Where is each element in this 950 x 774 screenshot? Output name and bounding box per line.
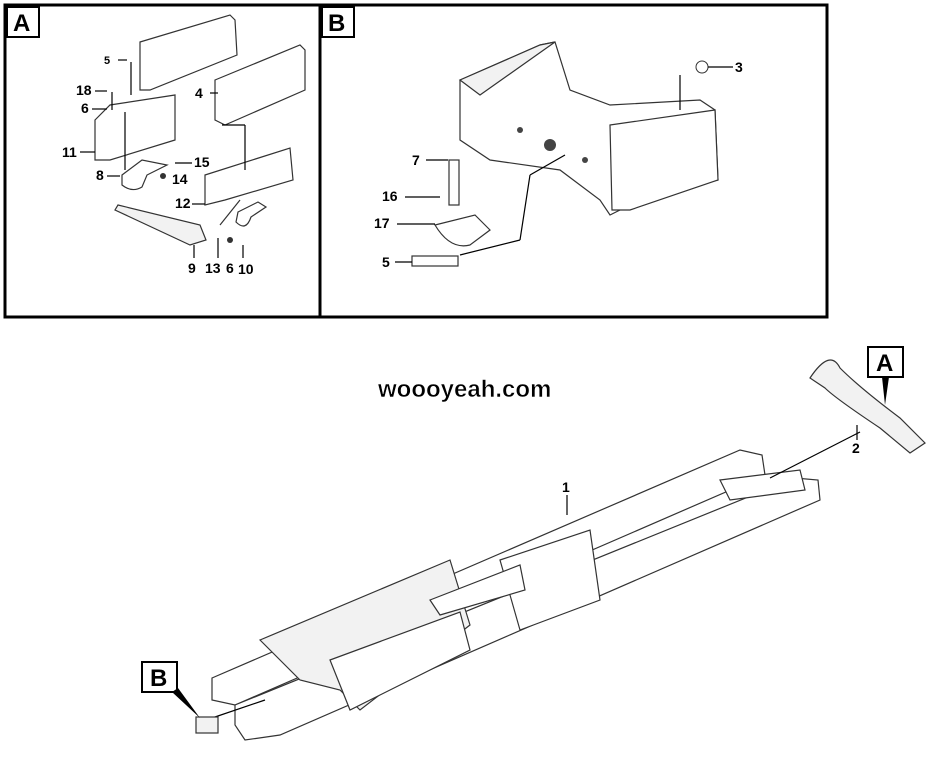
callout-15: 15: [194, 154, 210, 170]
panel-a-callouts: 5 18 6 11 4 15 8 14 12 9 13 6 10: [62, 55, 254, 277]
bracket-b-small: [195, 716, 219, 734]
chassis-frame: [211, 431, 861, 741]
callout-17: 17: [374, 215, 390, 231]
bracket-12: [204, 147, 294, 206]
callout-7: 7: [412, 152, 420, 168]
rail-section-upper: [139, 14, 238, 91]
panel-b-frame: [318, 3, 829, 319]
leaf-spring-9: [114, 204, 207, 246]
callout-11: 11: [62, 144, 77, 160]
ref-a-tag: A: [867, 346, 904, 405]
callout-6b: 6: [226, 260, 234, 276]
panel-b-crossmember: [411, 41, 733, 267]
ref-b-tag: B: [141, 661, 200, 718]
panel-b-tag-text: B: [328, 10, 345, 37]
hook-8: [121, 159, 169, 191]
hook-right: [235, 201, 268, 227]
panel-a-tag-text: A: [13, 10, 30, 37]
watermark: woooyeah.com: [377, 376, 551, 403]
callout-6: 6: [81, 100, 89, 116]
callout-10: 10: [238, 261, 254, 277]
panel-b-tag: B: [321, 6, 355, 38]
callout-13: 13: [205, 260, 221, 276]
callout-9: 9: [188, 260, 196, 276]
ref-a-text: A: [876, 350, 893, 377]
frame-rail-section-a: [809, 359, 926, 454]
callout-3: 3: [735, 59, 743, 75]
callout-18: 18: [76, 82, 92, 98]
panel-b-callouts: 3 7 16 17 5: [374, 59, 743, 270]
ref-b-text: B: [150, 665, 167, 692]
callout-12: 12: [175, 195, 191, 211]
callout-14: 14: [172, 171, 188, 187]
callout-8: 8: [96, 167, 104, 183]
panel-a-parts: [94, 14, 306, 246]
callout-16: 16: [382, 188, 398, 204]
callout-4: 4: [195, 85, 203, 101]
callout-1: 1: [562, 479, 570, 495]
callout-5: 5: [104, 55, 110, 67]
panel-a-tag: A: [6, 6, 40, 38]
callout-2: 2: [852, 440, 860, 456]
rail-section-right: [214, 44, 306, 126]
bracket-11: [94, 94, 176, 161]
callout-5b: 5: [382, 254, 390, 270]
